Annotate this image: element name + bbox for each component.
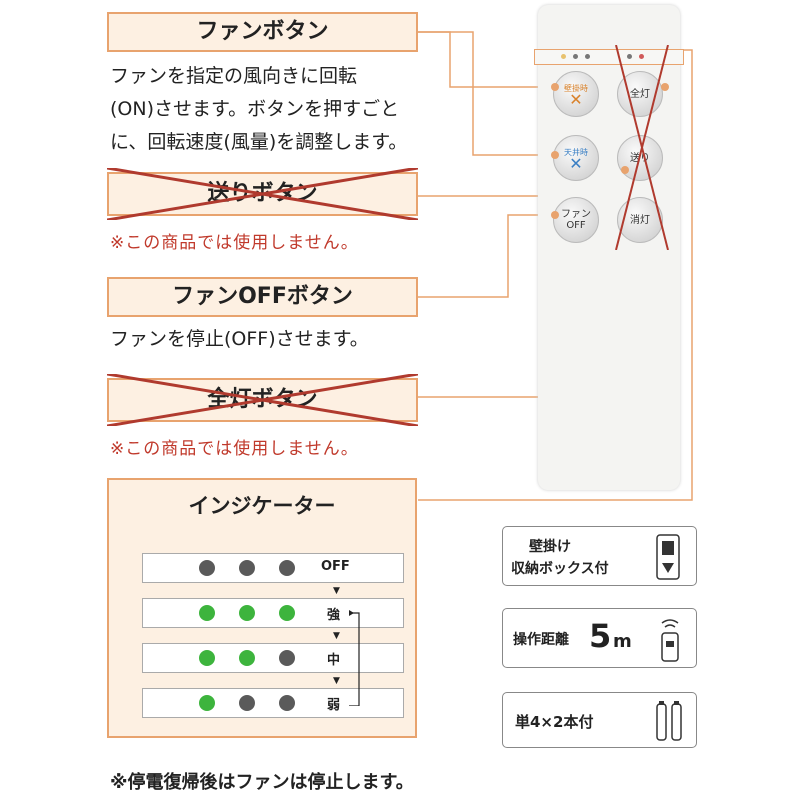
indicator-led — [627, 54, 632, 59]
fan-wall-label: 壁掛時 — [564, 84, 588, 93]
indicator-row-medium: 中 — [142, 643, 404, 673]
indicator-dot — [239, 695, 255, 711]
indicator-strip — [534, 49, 684, 65]
indicator-dot — [279, 560, 295, 576]
cycle-arrow-icon — [349, 610, 360, 706]
indicator-row-strong: 強 — [142, 598, 404, 628]
fan-ceiling-label: 天井時 — [564, 148, 588, 157]
zentou-unused-note: ※この商品では使用しません。 — [110, 439, 359, 459]
indicator-row-off: OFF — [142, 553, 404, 583]
remote-shoutou-button[interactable]: 消灯 — [617, 197, 663, 243]
cross-out-mark — [107, 168, 418, 220]
arrow-down-icon: ▼ — [333, 676, 340, 686]
indicator-row-label: 弱 — [327, 698, 341, 713]
wall-storage-badge: 壁掛け 収納ボックス付 — [502, 526, 697, 586]
remote-fan-off-button[interactable]: ファン OFF — [553, 197, 599, 243]
indicator-dot — [239, 560, 255, 576]
indicator-row-weak: 弱 — [142, 688, 404, 718]
fan-x-icon: ✕ — [569, 154, 583, 173]
indicator-led — [573, 54, 578, 59]
okuri-button-label: 送りボタン — [107, 172, 418, 216]
battery-label: 単4×2本付 — [515, 713, 594, 731]
battery-badge: 単4×2本付 — [502, 692, 697, 748]
okuri-unused-note: ※この商品では使用しません。 — [110, 233, 359, 253]
fan-desc-line-3: に、回転速度(風量)を調整します。 — [110, 131, 408, 153]
wall-box-icon — [656, 534, 680, 580]
battery-icon — [656, 701, 682, 741]
arrow-down-icon: ▼ — [333, 631, 340, 641]
indicator-dot — [239, 605, 255, 621]
fan-button-label: ファンボタン — [107, 12, 418, 52]
indicator-dot — [279, 650, 295, 666]
fan-x-icon: ✕ — [569, 90, 583, 109]
fan-off-button-label: ファンOFFボタン — [107, 277, 418, 317]
fan-off-description: ファンを停止(OFF)させます。 — [110, 328, 369, 350]
indicator-dot — [239, 650, 255, 666]
indicator-dot — [279, 695, 295, 711]
indicator-led — [639, 54, 644, 59]
remote-control: 壁掛時 ✕ 全灯 天井時 ✕ 送り ファン OFF 消灯 — [534, 5, 684, 490]
distance-badge: 操作距離 5 m — [502, 608, 697, 668]
indicator-row-label: 中 — [327, 653, 341, 668]
shoutou-label: 消灯 — [630, 214, 650, 226]
indicator-dot — [199, 605, 215, 621]
distance-value: 5 — [589, 617, 612, 655]
cross-out-mark — [107, 374, 418, 426]
fan-desc-line-2: (ON)させます。ボタンを押すごと — [110, 98, 400, 120]
cross-out-mark — [615, 45, 669, 250]
indicator-row-label: OFF — [321, 559, 350, 574]
indicator-dot — [199, 695, 215, 711]
distance-unit: m — [613, 631, 632, 652]
fan-off-label-2: OFF — [566, 220, 586, 231]
remote-fan-wall-button[interactable]: 壁掛時 ✕ — [553, 71, 599, 117]
fan-button-description: ファンを指定の風向きに回転 (ON)させます。ボタンを押すごと に、回転速度(風… — [110, 60, 407, 159]
remote-fan-ceiling-button[interactable]: 天井時 ✕ — [553, 135, 599, 181]
fan-desc-line-1: ファンを指定の風向きに回転 — [110, 65, 358, 87]
wall-storage-line-1: 壁掛け — [529, 539, 571, 555]
arrow-down-icon: ▼ — [333, 586, 340, 596]
distance-label: 操作距離 — [513, 632, 569, 648]
fan-off-label-1: ファン — [561, 209, 591, 220]
wall-storage-line-2: 収納ボックス付 — [511, 561, 609, 577]
indicator-dot — [199, 560, 215, 576]
indicator-title: インジケーター — [188, 494, 336, 518]
indicator-dot — [279, 605, 295, 621]
zentou-label: 全灯 — [630, 88, 650, 100]
indicator-dot — [199, 650, 215, 666]
button-pointer-dots — [551, 83, 669, 219]
footer-note: ※停電復帰後はファンは停止します。 — [110, 772, 414, 793]
indicator-panel: インジケーター OFF ▼ 強 ▼ 中 ▼ 弱 — [107, 478, 417, 738]
indicator-row-label: 強 — [327, 608, 341, 623]
indicator-led — [585, 54, 590, 59]
remote-signal-icon — [661, 619, 679, 662]
indicator-led — [561, 54, 566, 59]
